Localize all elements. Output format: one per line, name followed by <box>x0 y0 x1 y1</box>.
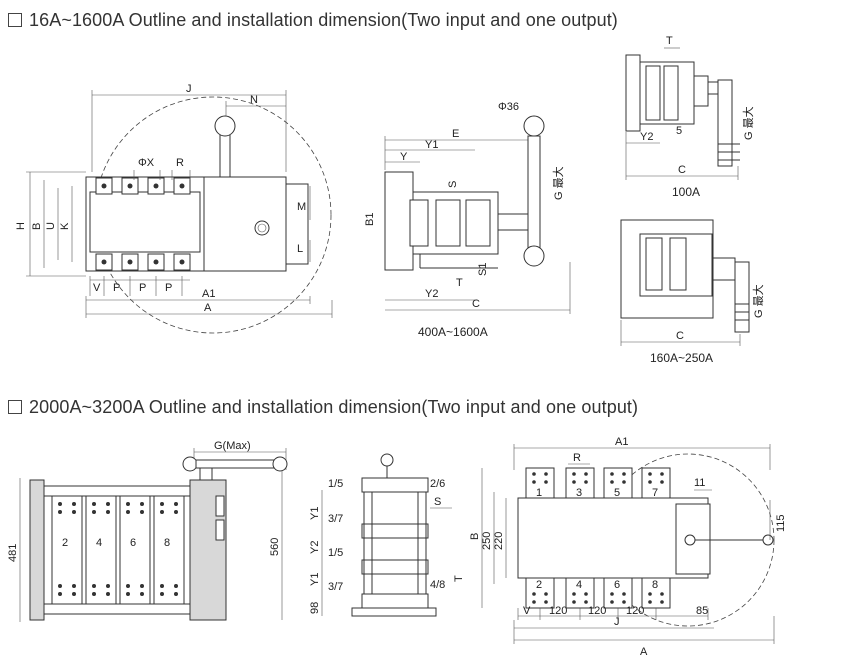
s2-top-label-250: 250 <box>481 532 493 550</box>
checkbox-glyph <box>8 400 22 414</box>
s1-side-caption: 400A~1600A <box>418 325 488 339</box>
s1-side-label-Y1: Y1 <box>425 139 438 151</box>
s2-pole-6: 6 <box>130 537 136 549</box>
s2-top-label-85: 85 <box>696 605 708 617</box>
s1-front-view: J N <box>15 83 333 334</box>
s2-side-label-2-6: 2/6 <box>430 478 445 490</box>
s1-label-phiX: ΦX <box>138 157 155 169</box>
s2-side-label-3-7b: 3/7 <box>328 581 343 593</box>
s1-side-label-E: E <box>452 128 459 140</box>
section2-title: 2000A~3200A Outline and installation dim… <box>8 397 638 418</box>
s1-100a-label-5: 5 <box>676 125 682 137</box>
s2-top-label-120c: 120 <box>626 605 644 617</box>
s1-label-N: N <box>250 94 258 106</box>
s2-top-label-V: V <box>523 605 531 617</box>
s1-160a-label-C: C <box>676 330 684 342</box>
s2-top-pole-7: 7 <box>652 487 658 499</box>
s1-label-K: K <box>59 222 71 230</box>
s2-side-label-98: 98 <box>309 602 321 614</box>
s1-160a-caption: 160A~250A <box>650 351 713 365</box>
s2-top-view: A1 R 1 3 5 7 2 4 6 8 <box>469 436 787 658</box>
s1-side-label-C: C <box>472 298 480 310</box>
s2-front-label-G: G(Max) <box>214 440 251 452</box>
s1-label-H: H <box>15 222 27 230</box>
s2-top-pole-5: 5 <box>614 487 620 499</box>
s1-side-label-S: S <box>447 181 459 188</box>
checkbox-glyph <box>8 13 22 27</box>
s2-front-view: G(Max) 2 4 6 8 481 <box>7 440 288 622</box>
section1-title-text: 16A~1600A Outline and installation dimen… <box>29 10 618 30</box>
s1-100a-label-T: T <box>666 35 673 47</box>
s2-bottom-pole-6: 6 <box>614 579 620 591</box>
s2-top-label-220: 220 <box>493 532 505 550</box>
s2-pole-8: 8 <box>164 537 170 549</box>
s2-pole-4: 4 <box>96 537 102 549</box>
s2-top-label-A1: A1 <box>615 436 628 448</box>
s1-label-M: M <box>297 201 306 213</box>
s1-100a-label-Y2: Y2 <box>640 131 653 143</box>
s2-top-label-B: B <box>469 533 481 540</box>
s2-side-label-1-5a: 1/5 <box>328 478 343 490</box>
s1-side-label-B1: B1 <box>364 213 376 226</box>
s1-side-label-G: G 最大 <box>551 166 565 200</box>
s1-side-label-S1: S1 <box>477 263 489 276</box>
s2-bottom-pole-2: 2 <box>536 579 542 591</box>
s1-100a-label-C: C <box>678 164 686 176</box>
s2-top-pole-1: 1 <box>536 487 542 499</box>
s1-label-J: J <box>186 83 192 95</box>
s1-label-V: V <box>93 282 101 294</box>
s2-front-label-560: 560 <box>269 538 281 556</box>
s2-top-pole-3: 3 <box>576 487 582 499</box>
s1-160a-view: G 最大 C 160A~250A <box>620 219 765 365</box>
s1-label-R: R <box>176 157 184 169</box>
s1-side-view: E Y1 Y Φ36 G 最大 B1 S T S1 Y2 C 400A~1600… <box>364 101 571 339</box>
s2-side-label-Y1b: Y1 <box>309 573 321 586</box>
s2-top-label-115: 115 <box>775 514 787 532</box>
s1-label-P3: P <box>165 282 172 294</box>
s1-label-L: L <box>297 243 303 255</box>
section1-title: 16A~1600A Outline and installation dimen… <box>8 10 618 31</box>
s2-top-label-120b: 120 <box>588 605 606 617</box>
s2-side-label-3-7a: 3/7 <box>328 513 343 525</box>
s2-side-label-4-8: 4/8 <box>430 579 445 591</box>
s1-label-P1: P <box>113 282 120 294</box>
s1-label-A: A <box>204 302 212 314</box>
s1-label-P2: P <box>139 282 146 294</box>
s1-side-label-Y: Y <box>400 151 408 163</box>
s2-bottom-pole-8: 8 <box>652 579 658 591</box>
s2-pole-2: 2 <box>62 537 68 549</box>
s2-top-label-A: A <box>640 646 648 658</box>
s2-bottom-pole-4: 4 <box>576 579 582 591</box>
s1-100a-view: T G 最大 Y2 5 C 100A <box>625 35 755 199</box>
s1-100a-label-G: G 最大 <box>741 106 755 140</box>
s2-top-label-120a: 120 <box>549 605 567 617</box>
s1-side-label-phi36: Φ36 <box>498 101 519 113</box>
s2-top-label-R: R <box>573 452 581 464</box>
section2-title-text: 2000A~3200A Outline and installation dim… <box>29 397 639 417</box>
s2-top-label-J: J <box>614 616 620 628</box>
s1-100a-caption: 100A <box>672 185 700 199</box>
s1-label-B: B <box>31 223 43 230</box>
s2-side-label-Y1a: Y1 <box>309 507 321 520</box>
s1-side-label-T: T <box>456 277 463 289</box>
s2-side-label-S: S <box>434 496 441 508</box>
s1-side-label-Y2: Y2 <box>425 288 438 300</box>
s2-top-label-11: 11 <box>694 477 705 489</box>
s2-side-label-1-5b: 1/5 <box>328 547 343 559</box>
s1-label-A1: A1 <box>202 288 215 300</box>
s2-side-view: 1/5 Y1 3/7 Y2 1/5 Y1 3/7 98 2/6 S 4/8 T <box>309 453 465 617</box>
s2-side-label-T: T <box>453 575 465 582</box>
s2-front-label-481: 481 <box>7 544 19 562</box>
s1-label-U: U <box>45 222 57 230</box>
s1-160a-label-G: G 最大 <box>751 284 765 318</box>
s2-side-label-Y2: Y2 <box>309 541 321 554</box>
